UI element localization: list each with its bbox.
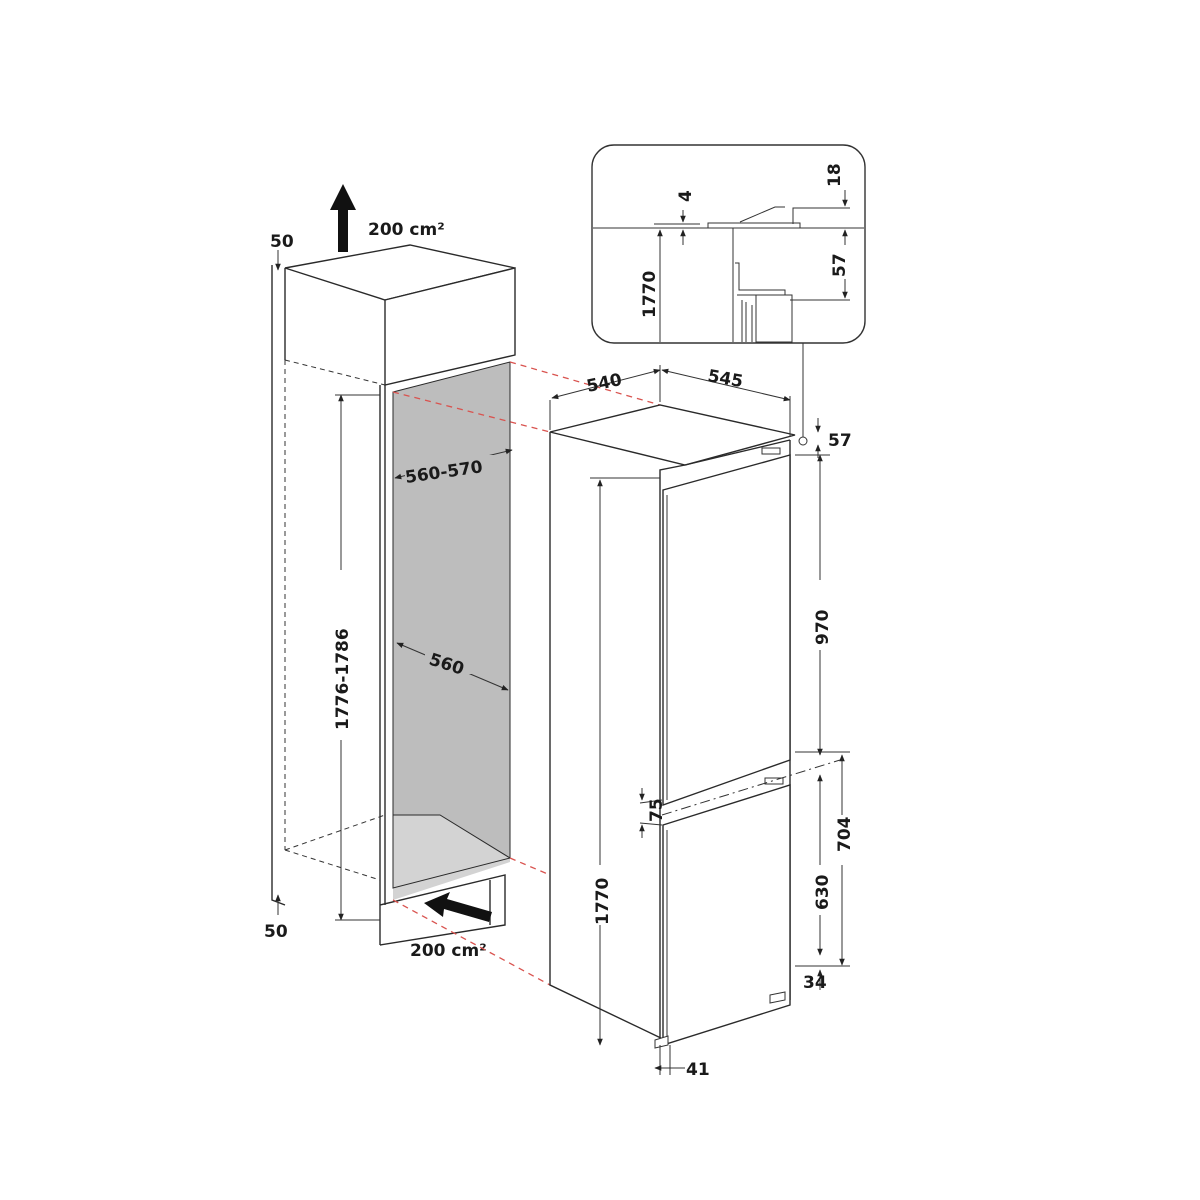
refrigerator: [549, 404, 808, 1049]
upper-door: [662, 454, 791, 806]
niche-height-label: 1776-1786: [333, 628, 353, 730]
bottom-offset-label: 34: [803, 973, 827, 993]
top-box-front: [384, 267, 516, 386]
niche-cabinet: [271, 244, 516, 946]
foot-label: 41: [686, 1060, 710, 1080]
bottom-gap-label: 50: [264, 922, 288, 942]
detail-inset: [591, 144, 866, 344]
lower-door-label: 630: [813, 874, 833, 910]
upper-door-label: 970: [813, 609, 833, 645]
niche-back-wall: [392, 361, 511, 889]
lower-section-label: 704: [835, 816, 855, 852]
appliance-depth-label: 545: [706, 366, 744, 392]
detail-height-label: 1770: [640, 271, 660, 318]
door-gap-label: 75: [647, 798, 667, 822]
arrow-diagonal-icon: [424, 892, 492, 922]
top-offset-label: 57: [828, 431, 852, 451]
detail-top-label: 18: [825, 163, 845, 187]
lower-door: [662, 784, 791, 1046]
bottom-vent-label: 200 cm²: [410, 941, 487, 961]
appliance-height-label: 1770: [593, 878, 613, 925]
top-gap-label: 50: [270, 232, 294, 252]
detail-offset-label: 57: [830, 253, 850, 277]
arrow-up-icon: [330, 184, 356, 252]
top-vent-label: 200 cm²: [368, 220, 445, 240]
detail-gap-label: 4: [676, 190, 696, 202]
